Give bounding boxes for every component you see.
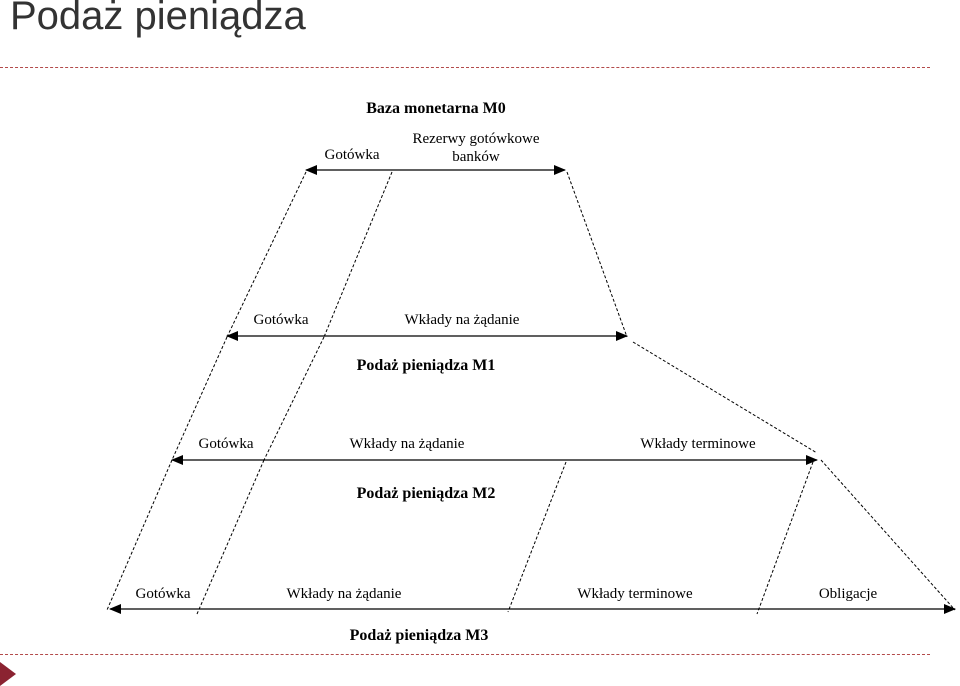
- connector-m0-left: [226, 171, 307, 338]
- m1-gotowka-label: Gotówka: [254, 312, 309, 328]
- m0-rezerwy-label-line2: banków: [452, 149, 500, 165]
- m3-title: Podaż pieniądza M3: [350, 627, 489, 644]
- connector-m1-right: [632, 341, 818, 454]
- m2-wklady-terminowe-label: Wkłady terminowe: [640, 436, 756, 452]
- m0-gotowka-label: Gotówka: [325, 147, 380, 163]
- bottom-divider: [0, 654, 930, 655]
- connector-m1-left: [171, 336, 228, 461]
- connector-m0-right: [566, 171, 628, 338]
- m2-title: Podaż pieniądza M2: [357, 485, 496, 502]
- slide-title: Podaż pieniądza: [10, 0, 306, 38]
- m1-wklady-na-zadanie-label: Wkłady na żądanie: [405, 312, 520, 328]
- m3-gotowka-label: Gotówka: [136, 586, 191, 602]
- m3-wklady-terminowe-label: Wkłady terminowe: [577, 586, 693, 602]
- m2-gotowka-label: Gotówka: [199, 436, 254, 452]
- top-divider: [0, 67, 930, 68]
- m3-obligacje-label: Obligacje: [819, 586, 878, 602]
- connector-m0-mid: [323, 171, 393, 338]
- corner-triangle-icon: [0, 662, 16, 686]
- m0-title: Baza monetarna M0: [366, 100, 506, 117]
- m0-rezerwy-label-line1: Rezerwy gotówkowe: [412, 131, 539, 147]
- connector-m2-left: [106, 459, 173, 611]
- m3-wklady-na-zadanie-label: Wkłady na żądanie: [287, 586, 402, 602]
- m2-wklady-na-zadanie-label: Wkłady na żądanie: [350, 436, 465, 452]
- connector-m2-tick3: [756, 461, 814, 615]
- connector-m2-tick1: [196, 459, 265, 615]
- m1-title: Podaż pieniądza M1: [357, 357, 496, 374]
- connector-m2-right: [820, 459, 956, 611]
- connector-m2-tick2: [507, 461, 567, 613]
- connector-m1-mid: [263, 336, 325, 461]
